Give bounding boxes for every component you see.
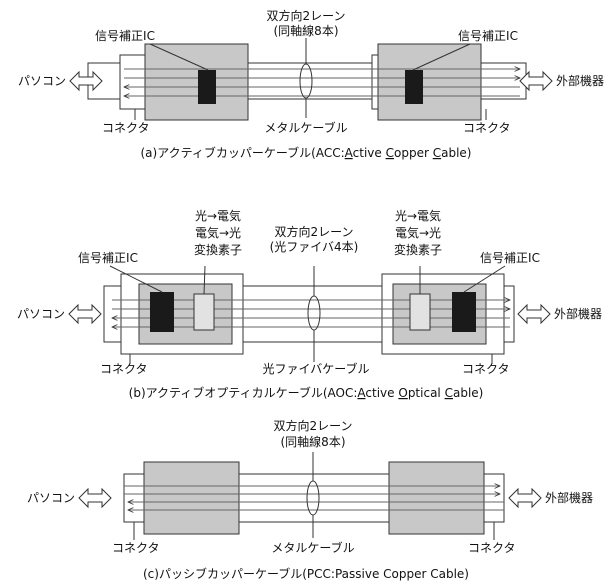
conversion-element-left-line-1: 光→電気 xyxy=(195,208,241,223)
double-arrow-icon xyxy=(519,70,553,92)
ic-right-label: 信号補正IC xyxy=(480,251,540,265)
ic-right-label: 信号補正IC xyxy=(458,29,518,43)
lanes-sub-label: (光ファイバ4本) xyxy=(270,240,359,254)
conversion-element-right-line-1: 光→電気 xyxy=(395,208,441,223)
double-arrow-icon xyxy=(508,487,542,509)
shell-left xyxy=(144,43,249,121)
double-arrow-icon xyxy=(78,487,112,509)
caption-b: (b)アクティブオプティカルケーブル(AOC:Active Optical Ca… xyxy=(129,385,484,400)
connector-left-label: コネクタ xyxy=(100,362,148,376)
cable-label: メタルケーブル xyxy=(271,540,354,555)
cable-label: 光ファイバケーブル xyxy=(262,361,369,376)
conversion-element-right-line-2: 電気→光 xyxy=(395,225,441,240)
connector-left-label: コネクタ xyxy=(102,121,150,135)
pc-label: パソコン xyxy=(18,74,66,88)
lanes-label: 双方向2レーン xyxy=(273,418,352,433)
pc-label: パソコン xyxy=(27,491,75,505)
lanes-label: 双方向2レーン xyxy=(266,8,345,23)
double-arrow-icon xyxy=(517,303,551,325)
conversion-element-left-line-3: 変換素子 xyxy=(194,242,242,257)
pc-label: パソコン xyxy=(17,307,65,321)
optical-element-left xyxy=(193,293,215,331)
connector-right-label: コネクタ xyxy=(462,362,510,376)
connector-right-label: コネクタ xyxy=(468,541,516,555)
connector-right-housing xyxy=(483,473,505,523)
ic-left-label: 信号補正IC xyxy=(78,251,138,265)
leader-line xyxy=(412,43,471,71)
external-device-label: 外部機器 xyxy=(554,306,602,321)
conversion-element-right-line-3: 変換素子 xyxy=(394,242,442,257)
ic-left-label: 信号補正IC xyxy=(95,29,155,43)
leader-line xyxy=(149,43,209,71)
ic-chip-left xyxy=(150,292,174,332)
lanes-sub-label: (同軸線8本) xyxy=(274,23,339,38)
external-device-label: 外部機器 xyxy=(556,73,604,88)
optical-element-right xyxy=(409,293,431,331)
connector-right-label: コネクタ xyxy=(463,121,511,135)
caption-a: (a)アクティブカッパーケーブル(ACC:Active Copper Cable… xyxy=(141,145,472,160)
panel-a: 双方向2レーン (同軸線8本) 信号補正IC 信号補正IC パソコン 外部機器 … xyxy=(18,8,604,160)
shell-right xyxy=(388,461,485,535)
connector-left-label: コネクタ xyxy=(112,541,160,555)
double-arrow-icon xyxy=(69,70,103,92)
lanes-label: 双方向2レーン xyxy=(274,224,353,239)
leader-line xyxy=(203,265,206,295)
double-arrow-icon xyxy=(68,303,102,325)
shell-right xyxy=(377,43,482,121)
leader-line xyxy=(109,265,163,293)
connector-left-housing xyxy=(123,473,145,523)
caption-c: (c)パッシブカッパーケーブル(PCC:Passive Copper Cable… xyxy=(143,566,469,581)
panel-b: 双方向2レーン (光ファイバ4本) 光→電気 電気→光 変換素子 光→電気 電気… xyxy=(17,208,602,400)
shell-left xyxy=(143,461,240,535)
conversion-element-left-line-2: 電気→光 xyxy=(195,225,241,240)
leader-line xyxy=(463,265,506,293)
ic-chip-right xyxy=(452,292,476,332)
external-device-label: 外部機器 xyxy=(545,490,593,505)
ic-chip-right xyxy=(405,70,423,104)
cable-label: メタルケーブル xyxy=(264,120,347,135)
panel-c: 双方向2レーン (同軸線8本) パソコン 外部機器 コネクタ コネクタ メタルケ… xyxy=(27,418,593,581)
ic-chip-left xyxy=(198,70,216,104)
lanes-sub-label: (同軸線8本) xyxy=(281,434,346,449)
